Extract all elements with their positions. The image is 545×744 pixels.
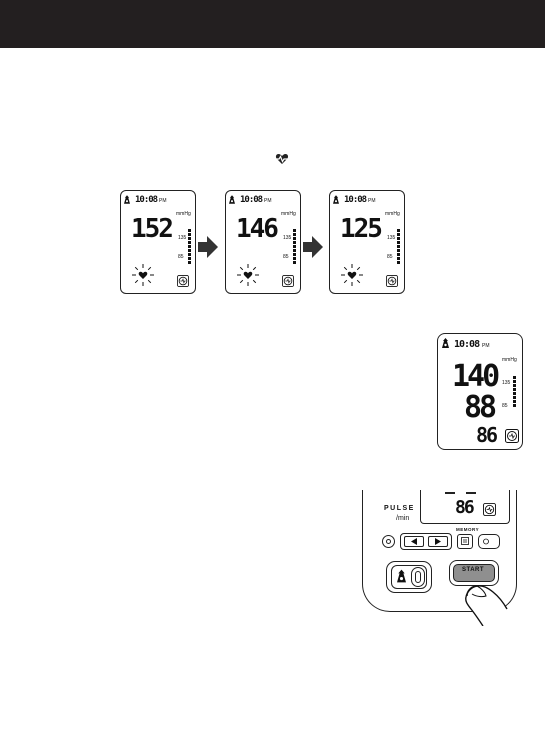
result-lcd-screen: 10:08 PM mmHg 140 88 86 135 85 [437,333,523,450]
user-icon [442,338,449,348]
scale-mid-label: 85 [387,255,393,260]
user-icon [229,195,235,204]
result-time: 10:08 [454,340,479,350]
irregular-heartbeat-icon [177,275,189,287]
irregular-heartbeat-icon [505,429,519,443]
triangle-left-icon [411,538,417,545]
sun-moon-icon [482,537,496,546]
heartbeat-flashing-icon [340,263,364,287]
header-bar [0,0,545,48]
device-irregular-heartbeat-icon [483,503,496,516]
scale-mid-label: 85 [178,255,184,260]
heartbeat-flashing-icon [131,263,155,287]
scale-top-label: 135 [178,236,186,241]
pulse-value: 86 [476,425,496,445]
result-unit: mmHg [502,358,517,363]
screen-unit: mmHg [385,212,400,217]
diastolic-value: 88 [464,393,494,423]
user-icon [333,195,339,204]
scale-mid-label: 85 [502,404,508,409]
bp-level-indicator [513,376,516,407]
screen-unit: mmHg [176,212,191,217]
screen-ampm: PM [368,199,376,204]
result-ampm: PM [482,344,490,349]
irregular-heartbeat-icon [386,275,398,287]
start-label: START [462,567,484,573]
screen-unit: mmHg [281,212,296,217]
bp-level-indicator [188,229,191,264]
user-icon [124,195,130,204]
scale-top-label: 135 [387,236,395,241]
screen-ampm: PM [264,199,272,204]
pulse-label: PULSE [384,505,415,512]
screen-time: 10:08 [240,196,262,205]
pressure-reading: 125 [340,216,381,242]
arrow-right-icon [303,236,323,258]
scale-top-label: 135 [283,236,291,241]
device-pulse-value: 86 [455,499,473,517]
irregular-heartbeat-icon [282,275,294,287]
arrow-right-icon [198,236,218,258]
bp-level-indicator [397,229,400,264]
scale-top-label: 135 [502,381,510,386]
finger-pressing-icon [455,576,515,626]
triangle-right-icon [435,538,441,545]
pressure-reading: 152 [131,216,172,242]
screen-ampm: PM [159,199,167,204]
pressure-reading: 146 [236,216,277,242]
heartbeat-flashing-icon [236,263,260,287]
user-icon [397,569,406,583]
screen-time: 10:08 [344,196,366,205]
heart-pulse-icon [275,152,289,166]
memory-icon [461,537,469,545]
memory-label: MEMORY [456,527,479,532]
systolic-value: 140 [452,362,497,392]
bp-level-indicator [293,229,296,264]
per-min-label: /min [396,515,409,522]
screen-time: 10:08 [135,196,157,205]
scale-mid-label: 85 [283,255,289,260]
